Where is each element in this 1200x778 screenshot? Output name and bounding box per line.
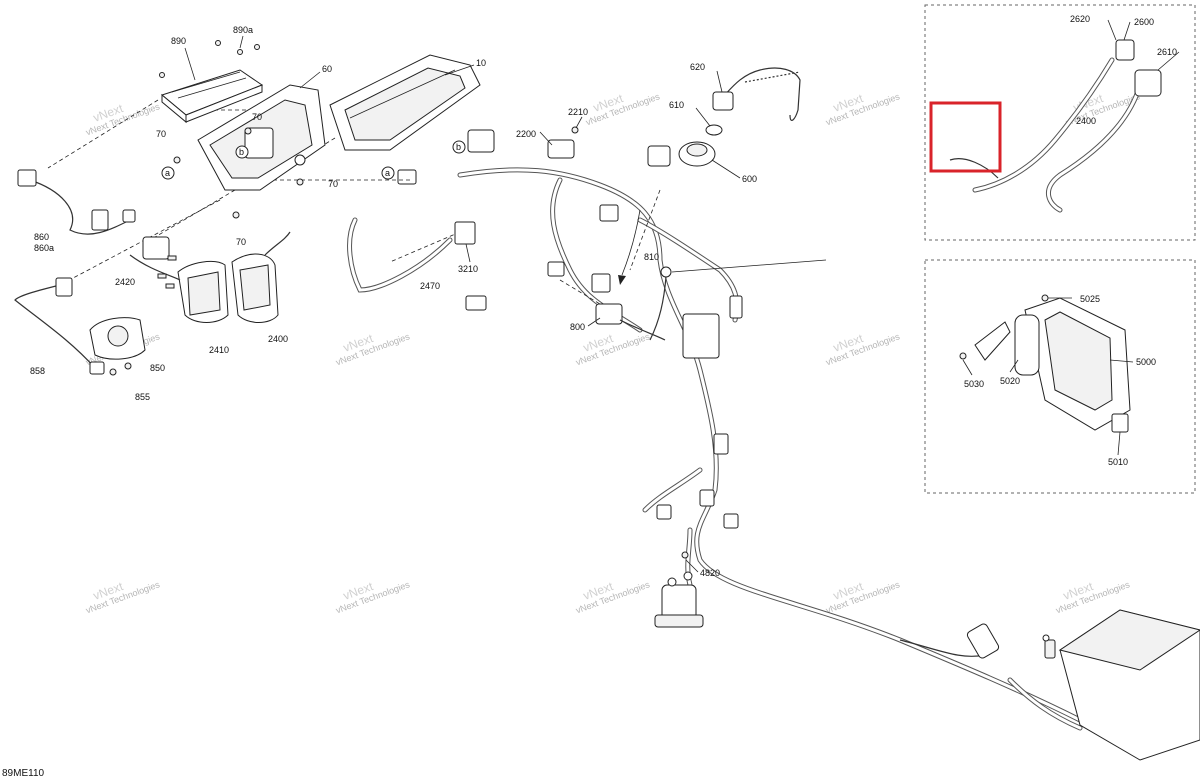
switch-600 (678, 141, 716, 167)
letter-a-marker: a (165, 168, 170, 178)
callout-labels: 890 890a 60 10 70 70 70 70 860 860a 2420… (30, 14, 1177, 578)
callout-10: 10 (476, 58, 486, 68)
arrow-pointer (618, 209, 641, 285)
highlight-box (929, 101, 1002, 173)
callout-70: 70 (236, 237, 246, 247)
callout-600: 600 (742, 174, 757, 184)
switch-850 (89, 317, 146, 360)
callout-890: 890 (171, 36, 186, 46)
switch-housing-2400 (231, 231, 291, 323)
inset-box-top (924, 4, 1196, 241)
callout-810: 810 (644, 252, 659, 262)
harness-858 (14, 277, 105, 375)
callout-800: 800 (570, 322, 585, 332)
letter-b-marker: b (239, 147, 244, 157)
callout-610: 610 (669, 100, 684, 110)
letter-markers: a a b b (161, 140, 466, 180)
sensor-810 (649, 266, 672, 341)
screw-2210 (571, 126, 579, 134)
callout-60: 60 (322, 64, 332, 74)
callout-70: 70 (252, 112, 262, 122)
callout-860a: 860a (34, 243, 54, 253)
callout-855: 855 (135, 392, 150, 402)
bracket-60 (197, 84, 326, 191)
ring-610 (705, 124, 723, 136)
connector-2200 (547, 139, 575, 159)
callout-2620: 2620 (1070, 14, 1090, 24)
inset-box-bottom (924, 259, 1196, 494)
callout-2470: 2470 (420, 281, 440, 291)
screws-70 (173, 127, 304, 219)
callout-858: 858 (30, 366, 45, 376)
screws-890a (159, 40, 260, 78)
callout-70: 70 (156, 129, 166, 139)
letter-b-marker: b (456, 142, 461, 152)
pins-2420 (157, 255, 177, 289)
callout-70: 70 (328, 179, 338, 189)
callout-2400: 2400 (268, 334, 288, 344)
callout-860: 860 (34, 232, 49, 242)
diagram-code: 89ME110 (2, 768, 45, 778)
battery (1042, 609, 1200, 761)
switch-housing-2410 (129, 236, 229, 323)
callout-2610: 2610 (1157, 47, 1177, 57)
callout-890a: 890a (233, 25, 253, 35)
callout-5030: 5030 (964, 379, 984, 389)
cover-890 (160, 69, 264, 124)
harness-2470 (347, 217, 453, 293)
letter-a-marker: a (385, 168, 390, 178)
callout-620: 620 (690, 62, 705, 72)
lanyard-620 (712, 67, 801, 122)
callout-2420: 2420 (115, 277, 135, 287)
solenoid-4820 (654, 551, 704, 628)
callout-2210: 2210 (568, 107, 588, 117)
instrument-cluster-10 (329, 54, 481, 151)
callout-2400-inset: 2400 (1076, 116, 1096, 126)
callout-4820: 4820 (700, 568, 720, 578)
harness-860 (17, 169, 136, 235)
callout-5010: 5010 (1108, 457, 1128, 467)
callout-5000: 5000 (1136, 357, 1156, 367)
callout-2410: 2410 (209, 345, 229, 355)
callout-5020: 5020 (1000, 376, 1020, 386)
callout-2600: 2600 (1134, 17, 1154, 27)
callout-3210: 3210 (458, 264, 478, 274)
callout-2200: 2200 (516, 129, 536, 139)
callout-850: 850 (150, 363, 165, 373)
harness-800 (595, 303, 666, 341)
callout-5025: 5025 (1080, 294, 1100, 304)
screws-855 (109, 362, 132, 376)
main-harness (397, 129, 1083, 731)
connector-3210 (454, 221, 476, 245)
callout-leaders (184, 21, 1180, 573)
